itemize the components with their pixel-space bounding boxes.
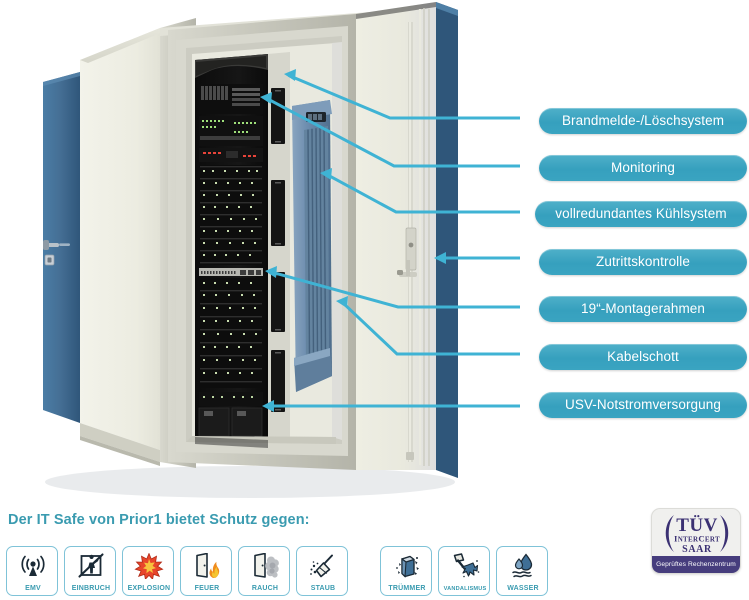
- door-flame-icon: [181, 550, 233, 581]
- callout-usv-notstromversorgung[interactable]: USV-Notstromversorgung: [539, 392, 747, 418]
- door-lock-mechanism: [397, 227, 417, 277]
- protection-caption: RAUCH: [251, 585, 279, 592]
- callout-19-zoll-montagerahmen[interactable]: 19“-Montagerahmen: [539, 296, 747, 322]
- it-safe-product-image: [43, 2, 520, 498]
- protection-icon-wasser[interactable]: WASSER: [496, 546, 548, 596]
- tuv-badge-footer-band: Geprüftes Rechenzentrum: [652, 556, 740, 573]
- protection-icon-rauch[interactable]: RAUCH: [238, 546, 290, 596]
- callout-brandmelde-loeschsystem[interactable]: Brandmelde-/Löschsystem: [539, 108, 747, 134]
- callout-leader-lines: [263, 74, 520, 408]
- water-drops-wave-icon: [497, 550, 549, 581]
- protection-caption: EXPLOSION: [127, 585, 171, 592]
- explosion-burst-icon: [123, 550, 175, 581]
- protection-caption: EINBRUCH: [71, 585, 111, 592]
- protection-icon-truemmer[interactable]: TRÜMMER: [380, 546, 432, 596]
- tuv-badge-footer-text: Geprüftes Rechenzentrum: [656, 561, 736, 568]
- protection-icon-explosion[interactable]: EXPLOSION: [122, 546, 174, 596]
- callout-monitoring[interactable]: Monitoring: [539, 155, 747, 181]
- cooling-unit-shape: [292, 100, 332, 392]
- protection-caption: WASSER: [507, 585, 539, 592]
- svg-text:INTERCERT: INTERCERT: [674, 534, 720, 544]
- callout-vollredundantes-kuehlsystem[interactable]: vollredundantes Kühlsystem: [535, 201, 747, 227]
- tuv-badge-logo: TÜV INTERCERT SAAR: [652, 509, 740, 558]
- protection-caption: TRÜMMER: [388, 585, 426, 592]
- door-smoke-icon: [239, 550, 291, 581]
- protection-section: Der IT Safe von Prior1 bietet Schutz geg…: [0, 500, 749, 600]
- callout-kabelschott[interactable]: Kabelschott: [539, 344, 747, 370]
- protection-icon-staub[interactable]: STAUB: [296, 546, 348, 596]
- protection-icon-emv[interactable]: EMV: [6, 546, 58, 596]
- protection-caption: EMV: [25, 585, 41, 592]
- protection-caption: STAUB: [310, 585, 336, 592]
- callout-zutrittskontrolle[interactable]: Zutrittskontrolle: [539, 249, 747, 275]
- outer-door-handle: [43, 240, 70, 266]
- svg-text:SAAR: SAAR: [682, 544, 712, 555]
- burglar-crossed-out-icon: [65, 550, 117, 581]
- svg-text:TÜV: TÜV: [676, 515, 718, 536]
- falling-debris-box-icon: [381, 550, 433, 581]
- radio-waves-antenna-icon: [7, 550, 59, 581]
- callout-arrowheads: [260, 69, 446, 412]
- hammer-smash-icon: [439, 550, 491, 581]
- protection-icon-vandalismus[interactable]: VANDALISMUS: [438, 546, 490, 596]
- protection-caption: FEUER: [194, 585, 220, 592]
- protection-icon-einbruch[interactable]: EINBRUCH: [64, 546, 116, 596]
- broom-dust-icon: [297, 550, 349, 581]
- protection-caption: VANDALISMUS: [443, 586, 487, 592]
- protection-icon-feuer[interactable]: FEUER: [180, 546, 232, 596]
- tuv-intercert-saar-badge: TÜV INTERCERT SAAR Geprüftes Rechenzentr…: [651, 508, 741, 574]
- protection-heading: Der IT Safe von Prior1 bietet Schutz geg…: [8, 512, 310, 528]
